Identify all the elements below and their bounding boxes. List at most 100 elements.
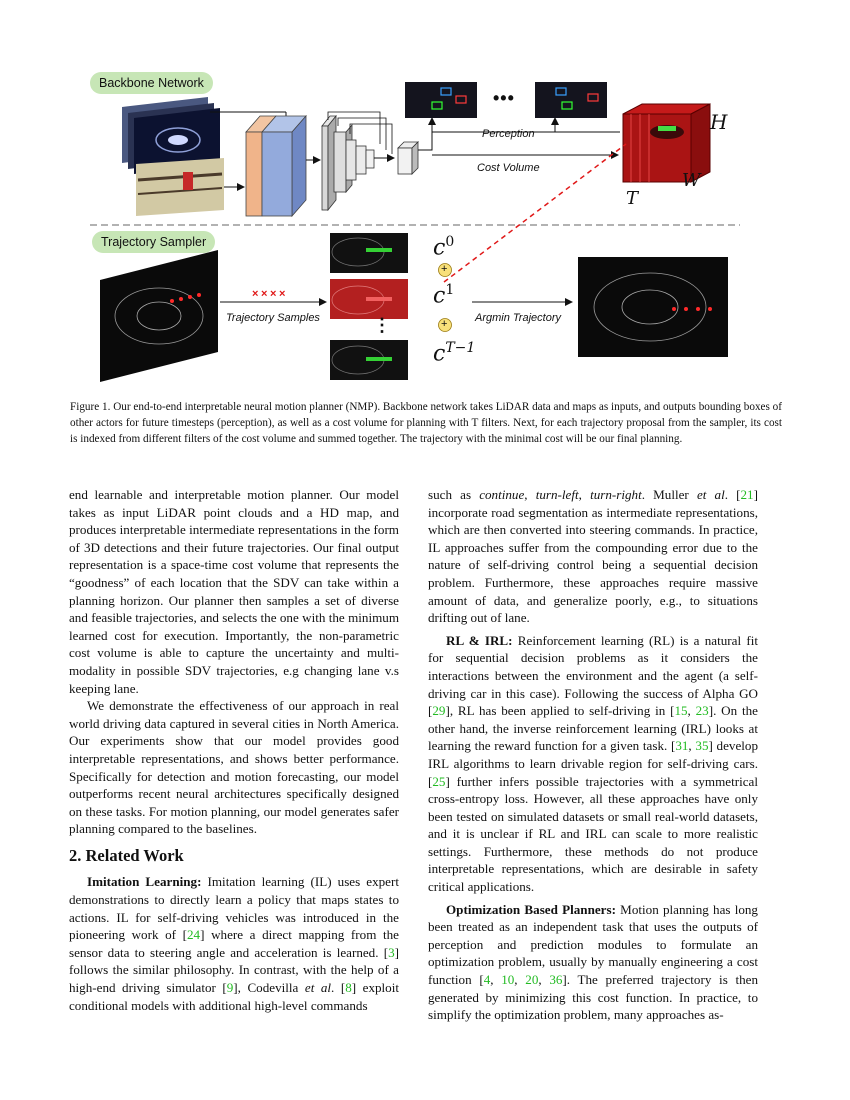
perception-label: Perception xyxy=(482,128,535,140)
header-block xyxy=(397,141,419,175)
cost-label-c1: c1 xyxy=(433,282,454,308)
text-run: ], RL has been applied to self-driving i… xyxy=(445,703,675,719)
cost-map-ct-1 xyxy=(330,340,408,380)
citation-link[interactable]: 24 xyxy=(187,927,201,943)
paragraph-run-in-heading: Imitation Learning: xyxy=(87,874,202,890)
text-run: Reinforcement learning (RL) is a natural… xyxy=(428,632,758,719)
paragraph-run-in-heading: RL & IRL: xyxy=(446,632,513,648)
text-run: Motion planning has long been treated as… xyxy=(428,901,758,988)
citation-link[interactable]: 4 xyxy=(483,972,491,988)
sum-plus-2 xyxy=(438,318,452,332)
text-run-italic: et al xyxy=(696,487,725,502)
paragraph-run-in-heading: Optimization Based Planners: xyxy=(446,901,616,917)
sampler-input-lidar xyxy=(100,250,218,382)
text-run: ]. The preferred trajectory is then gene… xyxy=(428,972,759,1023)
svg-text:×: × xyxy=(270,288,276,300)
cost-symbol: c xyxy=(433,341,446,367)
text-run: ] exploit conditional models with additi… xyxy=(69,980,399,1013)
text-run: such as xyxy=(428,487,480,502)
paragraph: RL & IRL: Reinforcement learning (RL) is… xyxy=(428,632,758,896)
perception-output-image-1 xyxy=(405,82,477,118)
text-run: ] incorporate road segmentation as inter… xyxy=(428,487,758,626)
cost-index-dashed-line xyxy=(443,143,627,283)
citation-link[interactable]: 8 xyxy=(345,980,352,996)
cost-superscript: 0 xyxy=(445,234,455,250)
text-run-italic: et al xyxy=(304,980,332,996)
cost-superscript: 1 xyxy=(445,282,455,298)
citation-link[interactable]: 25 xyxy=(432,773,446,789)
cost-symbol: c xyxy=(433,235,446,261)
citation-link[interactable]: 29 xyxy=(432,703,446,719)
cost-map-c0 xyxy=(330,233,408,273)
text-run: Imitation learning (IL) uses expert demo… xyxy=(69,874,399,943)
citation-link[interactable]: 35 xyxy=(695,738,709,754)
text-run: , xyxy=(578,487,591,502)
citation-link[interactable]: 3 xyxy=(388,944,395,960)
perception-ellipsis: ••• xyxy=(493,88,515,108)
text-run: , xyxy=(490,972,502,988)
citation-link[interactable]: 10 xyxy=(501,972,515,988)
text-run: . [ xyxy=(331,980,346,996)
trajectory-sample-markers: × × × × xyxy=(252,288,285,300)
text-run: ], Codevilla xyxy=(233,980,305,996)
figure-1: × × × × xyxy=(60,60,790,390)
plus-glyph-1: + xyxy=(441,263,448,275)
text-run: . Muller xyxy=(641,487,697,502)
text-run-italic: turn-left xyxy=(535,487,579,502)
svg-text:×: × xyxy=(252,288,258,300)
perception-output-image-2 xyxy=(535,82,607,118)
text-run: , xyxy=(514,972,526,988)
svg-text:×: × xyxy=(279,288,285,300)
citation-link[interactable]: 23 xyxy=(695,703,709,719)
trajectory-sampler-label: Trajectory Sampler xyxy=(92,231,216,253)
paragraph: We demonstrate the effectiveness of our … xyxy=(69,698,399,837)
text-run: ]. On the other hand, the inverse reinfo… xyxy=(428,703,758,754)
text-run-italic: continue xyxy=(479,487,525,502)
sum-plus-1 xyxy=(438,263,452,277)
right-column: such as continue, turn-left, turn-right.… xyxy=(428,486,758,1024)
dimension-h-label: H xyxy=(710,110,728,134)
output-trajectory-lidar xyxy=(578,257,728,357)
text-run: , xyxy=(524,487,536,502)
cost-volume-cube xyxy=(622,103,711,183)
text-run: ] develop IRL algorithms to learn drivab… xyxy=(428,738,758,789)
cost-map-c1 xyxy=(330,279,408,319)
text-run: . [ xyxy=(724,487,741,502)
paragraph: Optimization Based Planners: Motion plan… xyxy=(428,901,758,1024)
figure-caption: Figure 1. Our end-to-end interpretable n… xyxy=(70,401,782,446)
backbone-block-orange xyxy=(245,115,277,217)
paragraph: such as continue, turn-left, turn-right.… xyxy=(428,486,758,627)
svg-text:×: × xyxy=(261,288,267,300)
cost-superscript: T−1 xyxy=(445,340,476,356)
cost-map-ellipsis: ⋮ xyxy=(373,315,391,335)
text-run: ] further infers possible trajectories w… xyxy=(428,773,758,895)
hd-map-input-image xyxy=(136,158,224,216)
citation-link[interactable]: 9 xyxy=(226,980,234,996)
cost-symbol: c xyxy=(433,283,446,309)
section-heading: 2. Related Work xyxy=(69,845,184,865)
text-run: , xyxy=(687,703,696,719)
citation-link[interactable]: 15 xyxy=(674,703,688,719)
backbone-network-label: Backbone Network xyxy=(90,72,213,94)
citation-link[interactable]: 36 xyxy=(549,972,563,988)
argmin-trajectory-label: Argmin Trajectory xyxy=(475,312,561,324)
backbone-block-blue xyxy=(261,114,307,218)
citation-link[interactable]: 20 xyxy=(525,972,539,988)
paragraph: Imitation Learning: Imitation learning (… xyxy=(69,873,399,1014)
citation-link[interactable]: 21 xyxy=(740,487,754,502)
figure-diagram: × × × × xyxy=(90,82,740,382)
lidar-input-images xyxy=(122,97,220,174)
plus-glyph-2: + xyxy=(441,318,448,330)
cost-volume-label: Cost Volume xyxy=(477,162,540,174)
cost-label-ct-1: cT−1 xyxy=(433,340,475,366)
dimension-t-label: T xyxy=(626,188,639,209)
cost-label-c0: c0 xyxy=(433,234,454,260)
text-run: ] where a direct mapping from the sensor… xyxy=(69,927,399,960)
citation-link[interactable]: 31 xyxy=(675,738,689,754)
text-run-italic: turn-right xyxy=(590,487,642,502)
trajectory-samples-label: Trajectory Samples xyxy=(226,312,320,324)
feature-pyramid-network xyxy=(321,114,375,212)
text-run: ] follows the similar philosophy. In con… xyxy=(69,944,399,996)
paragraph: end learnable and interpretable motion p… xyxy=(69,487,399,696)
text-run: , xyxy=(538,972,550,988)
